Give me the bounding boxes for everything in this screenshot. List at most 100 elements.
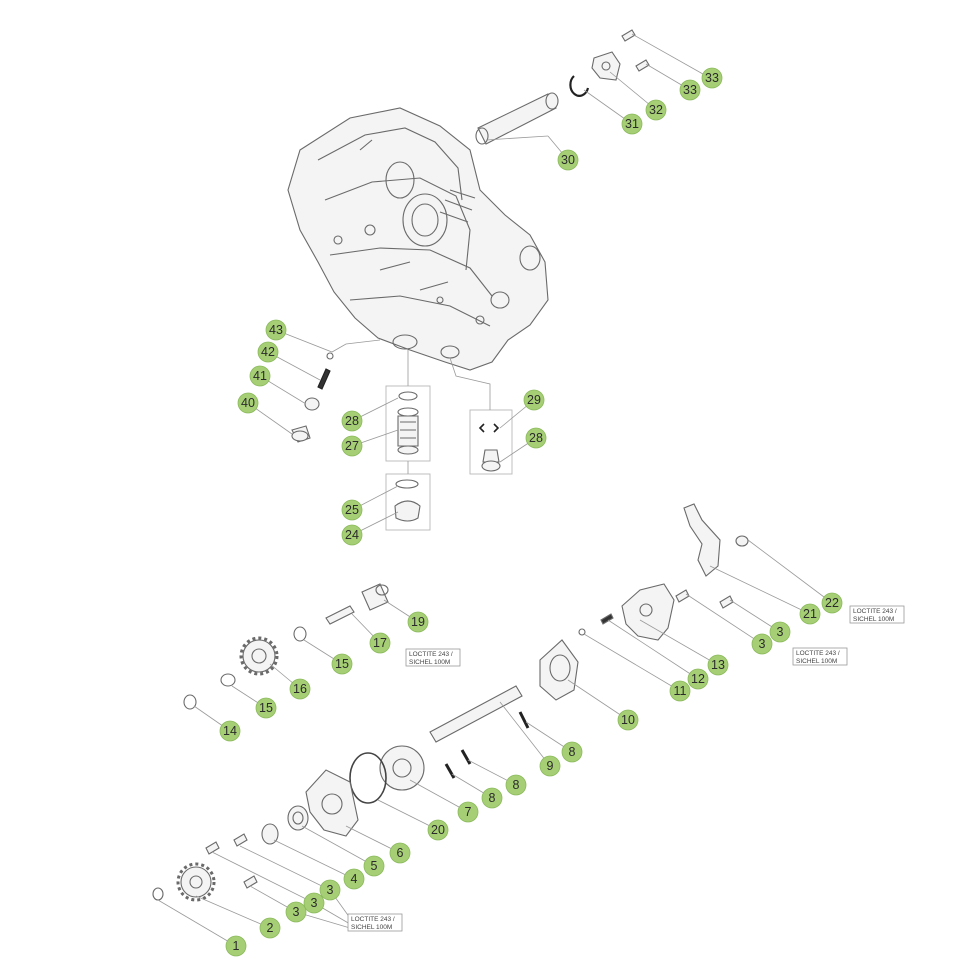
clip-14 [183, 694, 197, 710]
svg-text:29: 29 [527, 393, 541, 407]
svg-text:12: 12 [691, 672, 705, 686]
svg-text:42: 42 [261, 345, 275, 359]
callout-28a: 28 [341, 410, 363, 432]
svg-text:10: 10 [621, 713, 635, 727]
spring-8c [444, 763, 456, 779]
callout-20: 20 [427, 819, 449, 841]
callout-32: 32 [645, 99, 667, 121]
svg-text:24: 24 [345, 528, 359, 542]
callout-3-right-a: 3 [769, 621, 791, 643]
drain-plug-box [469, 409, 513, 475]
callout-17: 17 [369, 632, 391, 654]
svg-text:43: 43 [269, 323, 283, 337]
callout-8c: 8 [481, 787, 503, 809]
screw-b [719, 595, 734, 609]
callout-43: 43 [265, 319, 287, 341]
svg-text:17: 17 [373, 636, 387, 650]
crankcase-housing [287, 107, 549, 371]
callout-22: 22 [821, 592, 843, 614]
screw-3c [243, 875, 258, 889]
screw-3a [233, 833, 248, 847]
callout-33b: 33 [679, 79, 701, 101]
plug-screw [291, 425, 311, 443]
svg-text:SICHEL 100M: SICHEL 100M [351, 924, 392, 931]
callout-21: 21 [799, 603, 821, 625]
callout-12: 12 [687, 668, 709, 690]
svg-text:9: 9 [547, 759, 554, 773]
oring-20 [349, 752, 387, 804]
svg-text:LOCTITE 243 /: LOCTITE 243 / [351, 916, 395, 923]
bolt-part [325, 605, 355, 625]
sleeve-part [361, 583, 389, 611]
svg-text:6: 6 [397, 846, 404, 860]
svg-text:33: 33 [705, 71, 719, 85]
pump-housing-6 [305, 769, 359, 837]
callout-10: 10 [617, 709, 639, 731]
callout-7: 7 [457, 801, 479, 823]
loctite-note-4: LOCTITE 243 / SICHEL 100M [347, 913, 403, 932]
svg-text:8: 8 [489, 791, 496, 805]
leader-lines [157, 33, 833, 947]
callouts: 33 33 32 31 30 43 42 41 40 28 27 29 28 2… [219, 67, 843, 957]
sprocket-gear-2 [176, 862, 216, 902]
callout-2: 2 [259, 917, 281, 939]
callout-14: 14 [219, 720, 241, 742]
svg-text:SICHEL 100M: SICHEL 100M [796, 658, 837, 665]
svg-text:31: 31 [625, 117, 639, 131]
bearing-cover [591, 51, 621, 81]
small-ball [578, 628, 586, 636]
callout-40: 40 [237, 392, 259, 414]
circlip-ring [569, 75, 590, 97]
washer-15a [293, 626, 307, 642]
svg-text:5: 5 [371, 859, 378, 873]
side-cover [621, 583, 675, 641]
svg-text:41: 41 [253, 369, 267, 383]
svg-text:4: 4 [351, 872, 358, 886]
svg-text:LOCTITE 243 /: LOCTITE 243 / [796, 650, 840, 657]
pump-rotor-7 [379, 745, 425, 791]
screw-3b [205, 841, 220, 855]
svg-text:40: 40 [241, 396, 255, 410]
callout-19: 19 [407, 611, 429, 633]
svg-text:8: 8 [513, 778, 520, 792]
svg-text:15: 15 [259, 701, 273, 715]
callout-42: 42 [257, 341, 279, 363]
svg-text:19: 19 [411, 615, 425, 629]
svg-text:32: 32 [649, 103, 663, 117]
svg-text:16: 16 [293, 682, 307, 696]
sprocket-gear-16 [239, 636, 279, 676]
spring-8a [518, 711, 530, 729]
cover-screw-2 [635, 59, 650, 72]
callout-8a: 8 [561, 741, 583, 763]
ball-part [326, 352, 334, 360]
callout-24: 24 [341, 524, 363, 546]
svg-text:13: 13 [711, 658, 725, 672]
bearing-5 [287, 805, 309, 831]
washer-15b [220, 673, 236, 687]
callout-1: 1 [225, 935, 247, 957]
svg-text:20: 20 [431, 823, 445, 837]
callout-25: 25 [341, 499, 363, 521]
shaft-tube [475, 92, 559, 145]
svg-text:3: 3 [293, 905, 300, 919]
callout-15b: 15 [255, 697, 277, 719]
plate-4 [261, 823, 279, 845]
svg-text:3: 3 [777, 625, 784, 639]
svg-text:22: 22 [825, 596, 839, 610]
svg-text:30: 30 [561, 153, 575, 167]
callout-16: 16 [289, 678, 311, 700]
callout-3-left-a: 3 [319, 879, 341, 901]
callout-15a: 15 [331, 653, 353, 675]
callout-3-left-b: 3 [303, 892, 325, 914]
svg-text:11: 11 [674, 684, 687, 698]
svg-text:SICHEL 100M: SICHEL 100M [409, 659, 450, 666]
loctite-note-2: LOCTITE 243 / SICHEL 100M [792, 647, 848, 666]
svg-text:33: 33 [683, 83, 697, 97]
callout-13: 13 [707, 654, 729, 676]
filter-box-lower [385, 473, 431, 531]
callout-11: 11 [669, 680, 691, 702]
cover-screw-1 [621, 29, 636, 42]
svg-text:15: 15 [335, 657, 349, 671]
callout-8b: 8 [505, 774, 527, 796]
